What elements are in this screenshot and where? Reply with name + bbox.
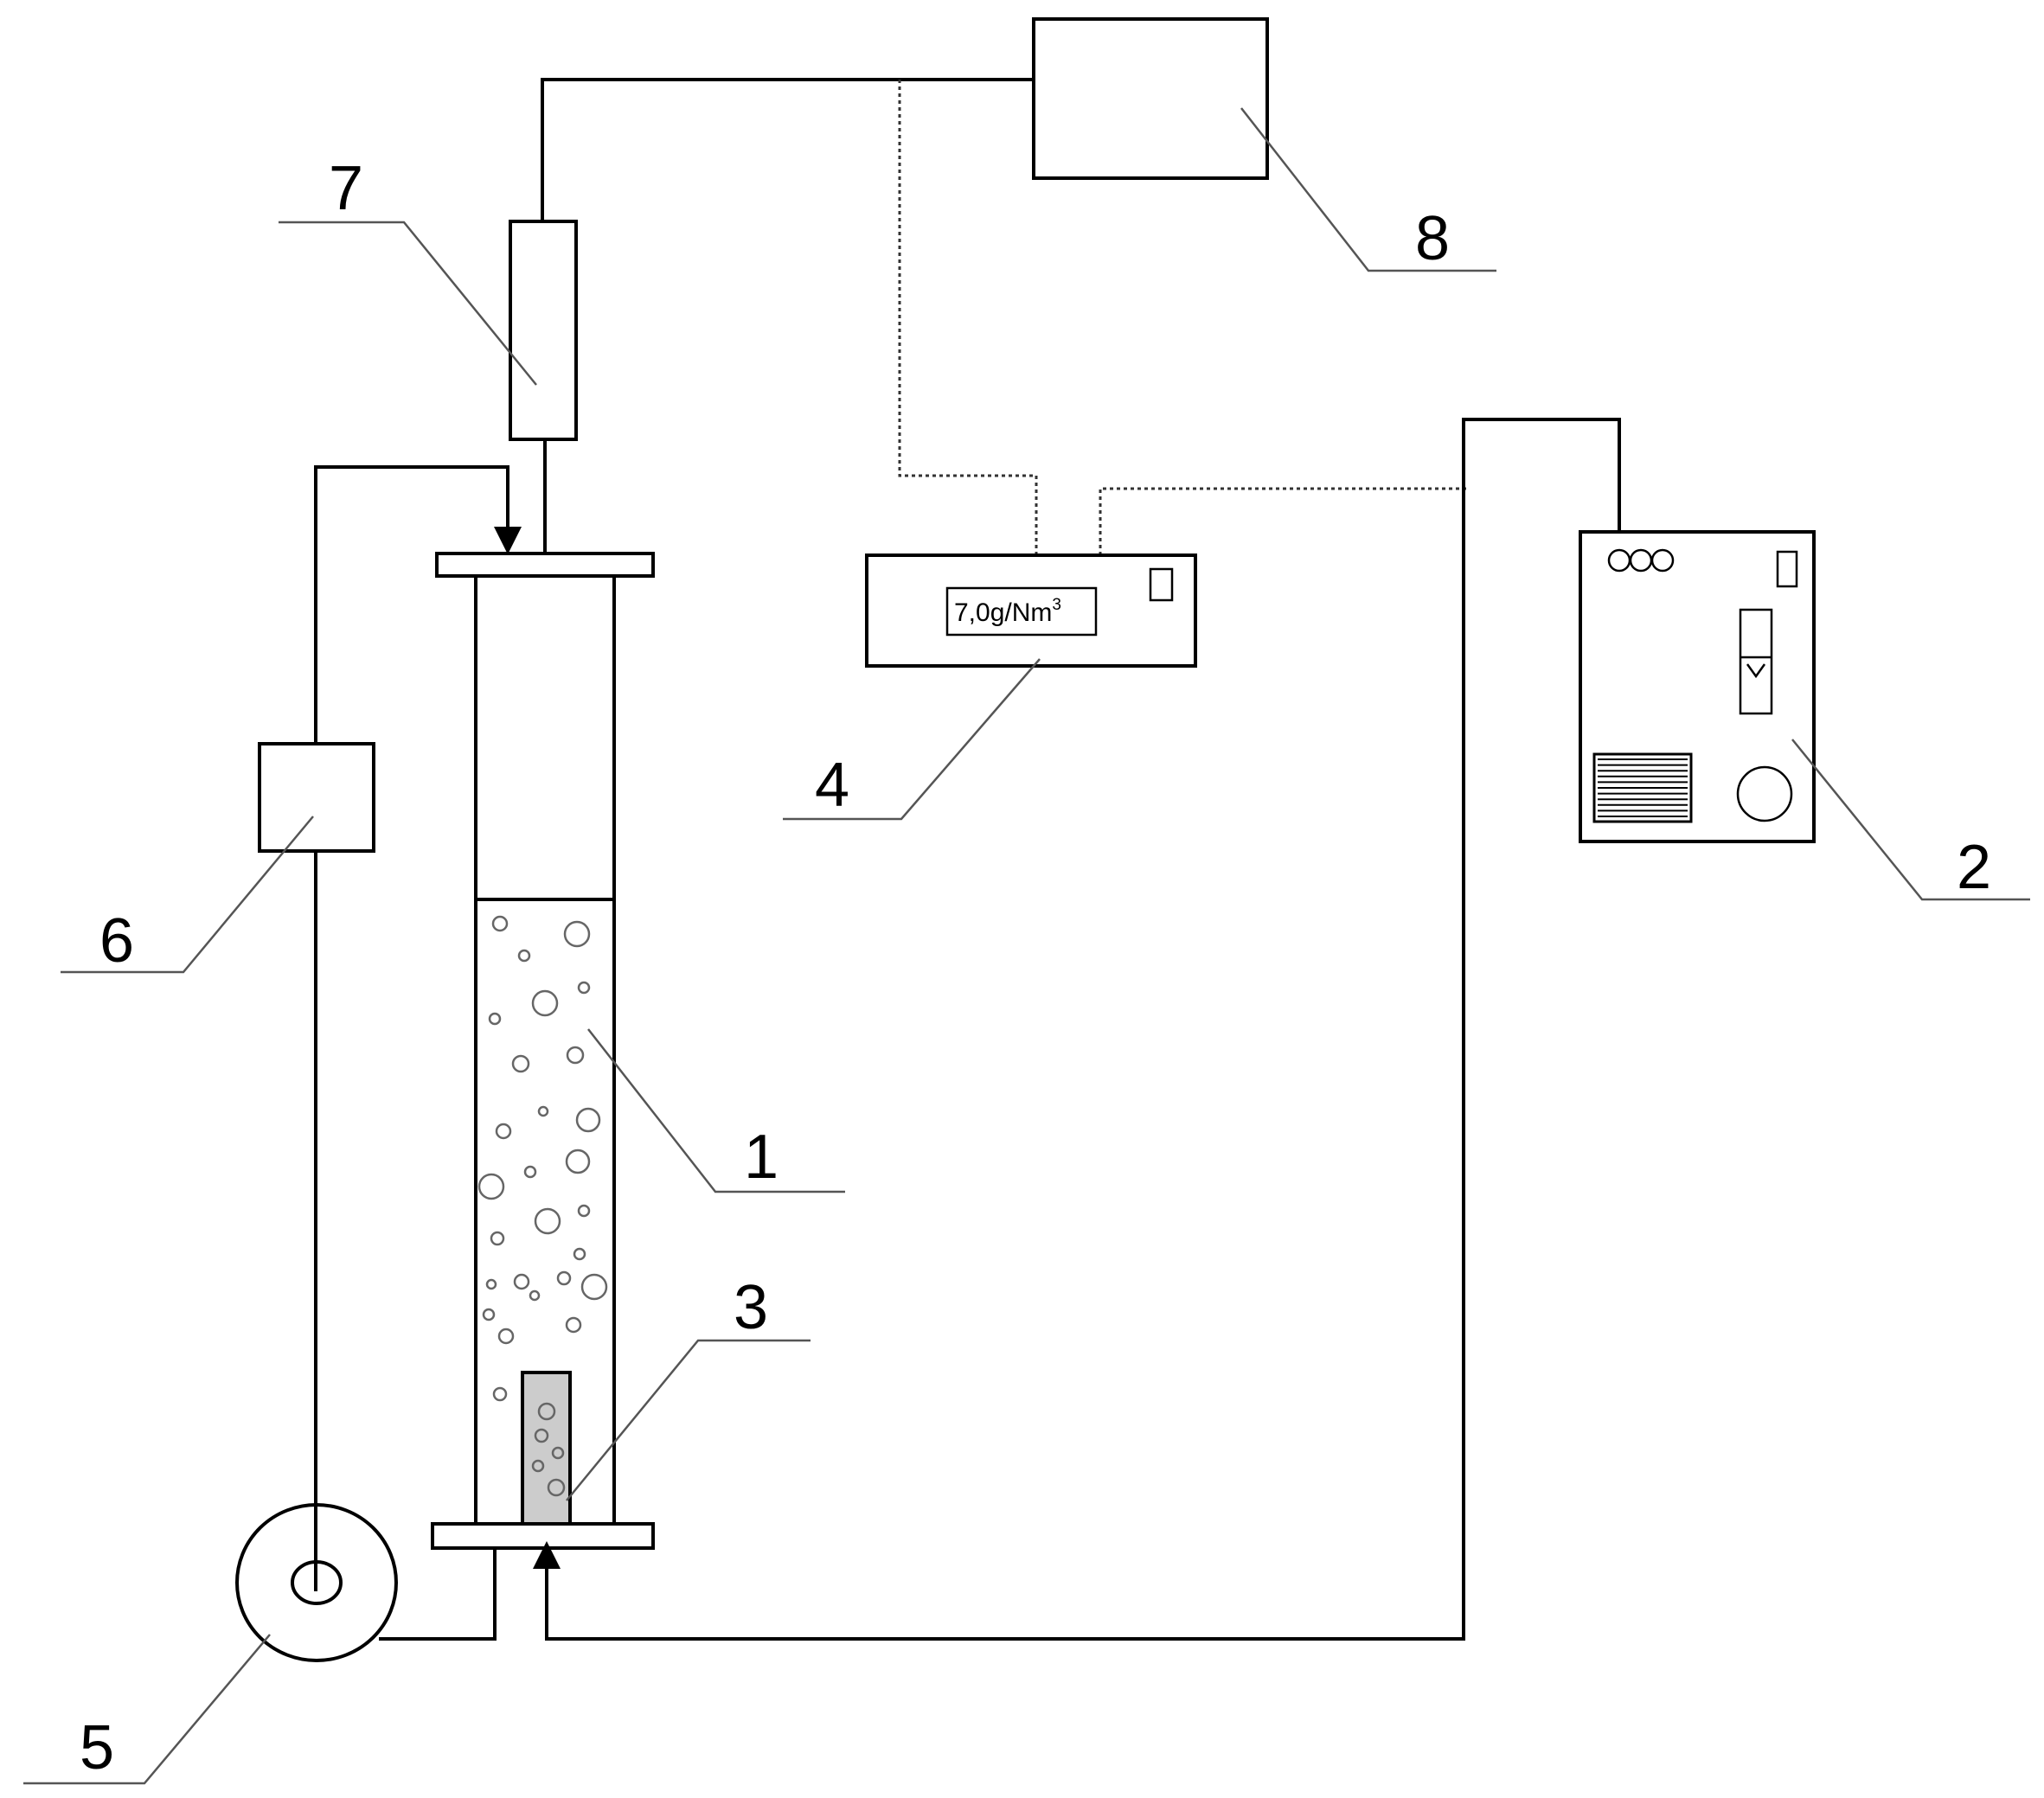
leader-6 [61, 816, 314, 974]
leader-8 [1240, 107, 1496, 272]
analyzer-box [1032, 17, 1269, 180]
gas-bubble-icon [580, 1273, 608, 1301]
leader-3 [566, 1339, 811, 1501]
gas-bubble-icon [577, 1204, 591, 1218]
leader-7 [279, 221, 537, 386]
label-2: 2 [1957, 833, 1991, 902]
gas-bubble-icon [573, 1247, 586, 1261]
ozone-meter-body [865, 553, 1197, 668]
gas-bubble-icon [488, 1012, 502, 1026]
gas-bubble-icon [556, 1270, 572, 1286]
gas-bubble-icon [563, 920, 591, 948]
gas-bubble-icon [485, 1278, 497, 1290]
gas-bubble-icon [491, 915, 509, 932]
gas-bubble-icon [577, 981, 591, 995]
gas-bubble-icon [575, 1107, 601, 1133]
generator-switch [1776, 550, 1798, 588]
diffuser-bubble-icon [551, 1446, 565, 1460]
gas-bubble-icon [565, 1149, 591, 1174]
column-top-flange [435, 552, 655, 578]
gas-bubble-icon [566, 1046, 585, 1065]
gas-bubble-icon [517, 949, 531, 963]
label-3: 3 [734, 1273, 768, 1342]
flowmeter-float-icon [1746, 663, 1766, 679]
gas-diffuser [521, 1371, 572, 1526]
label-6: 6 [99, 906, 134, 976]
pump-impeller-icon [291, 1560, 343, 1605]
diffuser-bubble-icon [534, 1428, 549, 1443]
gas-bubble-icon [534, 1207, 561, 1235]
pump-housing [235, 1503, 398, 1662]
generator-supply-pipe [533, 418, 1621, 1641]
ozone-meter-indicator [1149, 567, 1174, 602]
label-7: 7 [329, 154, 363, 223]
generator-vent-grille-icon [1592, 752, 1693, 823]
diffuser-bubbles [531, 1402, 566, 1497]
gas-bubble-icon [531, 989, 559, 1017]
gas-bubble-icon [523, 1165, 537, 1179]
label-1: 1 [744, 1123, 779, 1192]
diffuser-body [521, 1371, 572, 1526]
column [431, 552, 655, 1550]
ozone-meter-reading: 7,0g/Nm3 [954, 596, 1061, 627]
label-4: 4 [815, 751, 849, 820]
flow-control-box [258, 742, 375, 853]
generator-gauge-icon [1736, 765, 1793, 822]
leader-4 [783, 658, 1041, 821]
diffuser-bubble-icon [531, 1459, 545, 1473]
diffuser-bubble-icon [547, 1478, 566, 1497]
gas-bubble-icon [497, 1328, 515, 1345]
ozone-meter: 7,0g/Nm3 [865, 553, 1197, 668]
diffuser-bubble-icon [537, 1402, 556, 1421]
leader-1 [587, 1028, 845, 1193]
ozone-generator [533, 418, 1816, 1641]
circulation-pump [235, 1503, 398, 1662]
gas-bubble-icon [529, 1289, 541, 1302]
pump-discharge-line [379, 1548, 497, 1641]
gas-bubble-icon [537, 1105, 549, 1117]
signal-line-analyzer-to-meter [898, 80, 1038, 555]
generator-knob-3-icon [1650, 548, 1675, 573]
gas-bubble-icon [511, 1054, 530, 1073]
gas-bubble-icon [477, 1173, 505, 1200]
gas-outlet-tube [509, 220, 578, 441]
gas-bubbles [477, 915, 608, 1402]
gas-bubble-icon [513, 1273, 530, 1290]
label-5: 5 [80, 1713, 114, 1782]
gas-bubble-icon [482, 1308, 496, 1321]
leader-2 [1791, 739, 2030, 901]
label-8: 8 [1415, 204, 1450, 273]
outlet-line-to-analyzer [541, 78, 1034, 221]
generator-flowmeter [1739, 608, 1773, 715]
ozone-meter-display [945, 586, 1098, 637]
gas-bubble-icon [490, 1231, 505, 1246]
leader-5 [23, 1634, 271, 1785]
recirculation-inlet-line [314, 465, 522, 986]
gas-bubble-icon [565, 1316, 582, 1334]
gas-bubble-icon [492, 1386, 508, 1402]
signal-line-generator-to-meter [1099, 487, 1466, 555]
column-bottom-flange [431, 1522, 655, 1550]
gas-bubble-icon [495, 1123, 512, 1140]
